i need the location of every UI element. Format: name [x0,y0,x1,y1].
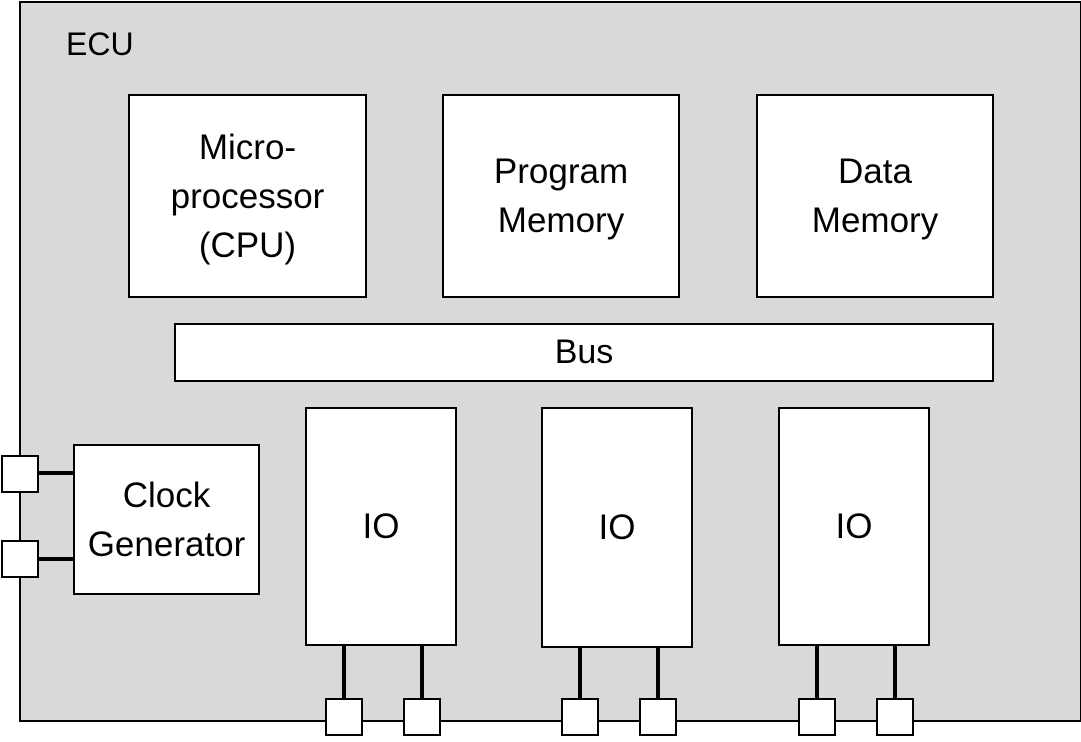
io3-wire-right [893,645,897,699]
clock-generator-label-line1: Clock [122,475,211,515]
data-memory-block: Data Memory [756,94,994,298]
clock-wire-bottom [38,557,76,561]
io1-port-left [325,698,363,736]
io3-wire-left [815,645,819,699]
cpu-label-line2: processor [170,176,325,216]
program-memory-block: Program Memory [442,94,680,298]
io2-wire-right [656,647,660,699]
io2-port-right [639,698,677,736]
io1-wire-right [420,645,424,699]
io-label-3: IO [835,507,873,546]
cpu-label-line3: (CPU) [198,225,297,265]
cpu-block: Micro- processor (CPU) [128,94,367,298]
io-label-1: IO [362,507,400,546]
io-block-2: IO [541,407,693,648]
clock-wire-top [38,471,76,475]
bus-label: Bus [554,332,614,371]
bus-block: Bus [174,323,994,382]
ecu-label: ECU [66,26,134,62]
data-memory-label-line2: Memory [811,201,939,240]
io-label-2: IO [598,508,636,547]
clock-port-bottom [1,540,39,578]
io1-port-right [403,698,441,736]
data-memory-label-line1: Data [838,152,912,191]
io1-wire-left [342,645,346,699]
program-memory-label-line1: Program [493,152,629,191]
clock-generator-block: Clock Generator [73,444,260,595]
cpu-label-line1: Micro- [198,127,297,167]
clock-port-top [1,455,39,493]
io-block-1: IO [305,407,457,646]
program-memory-label-line2: Memory [497,201,625,240]
clock-generator-label-line2: Generator [87,524,246,564]
io2-wire-left [578,647,582,699]
io-block-3: IO [778,407,930,646]
io3-port-left [798,698,836,736]
io3-port-right [876,698,914,736]
io2-port-left [561,698,599,736]
